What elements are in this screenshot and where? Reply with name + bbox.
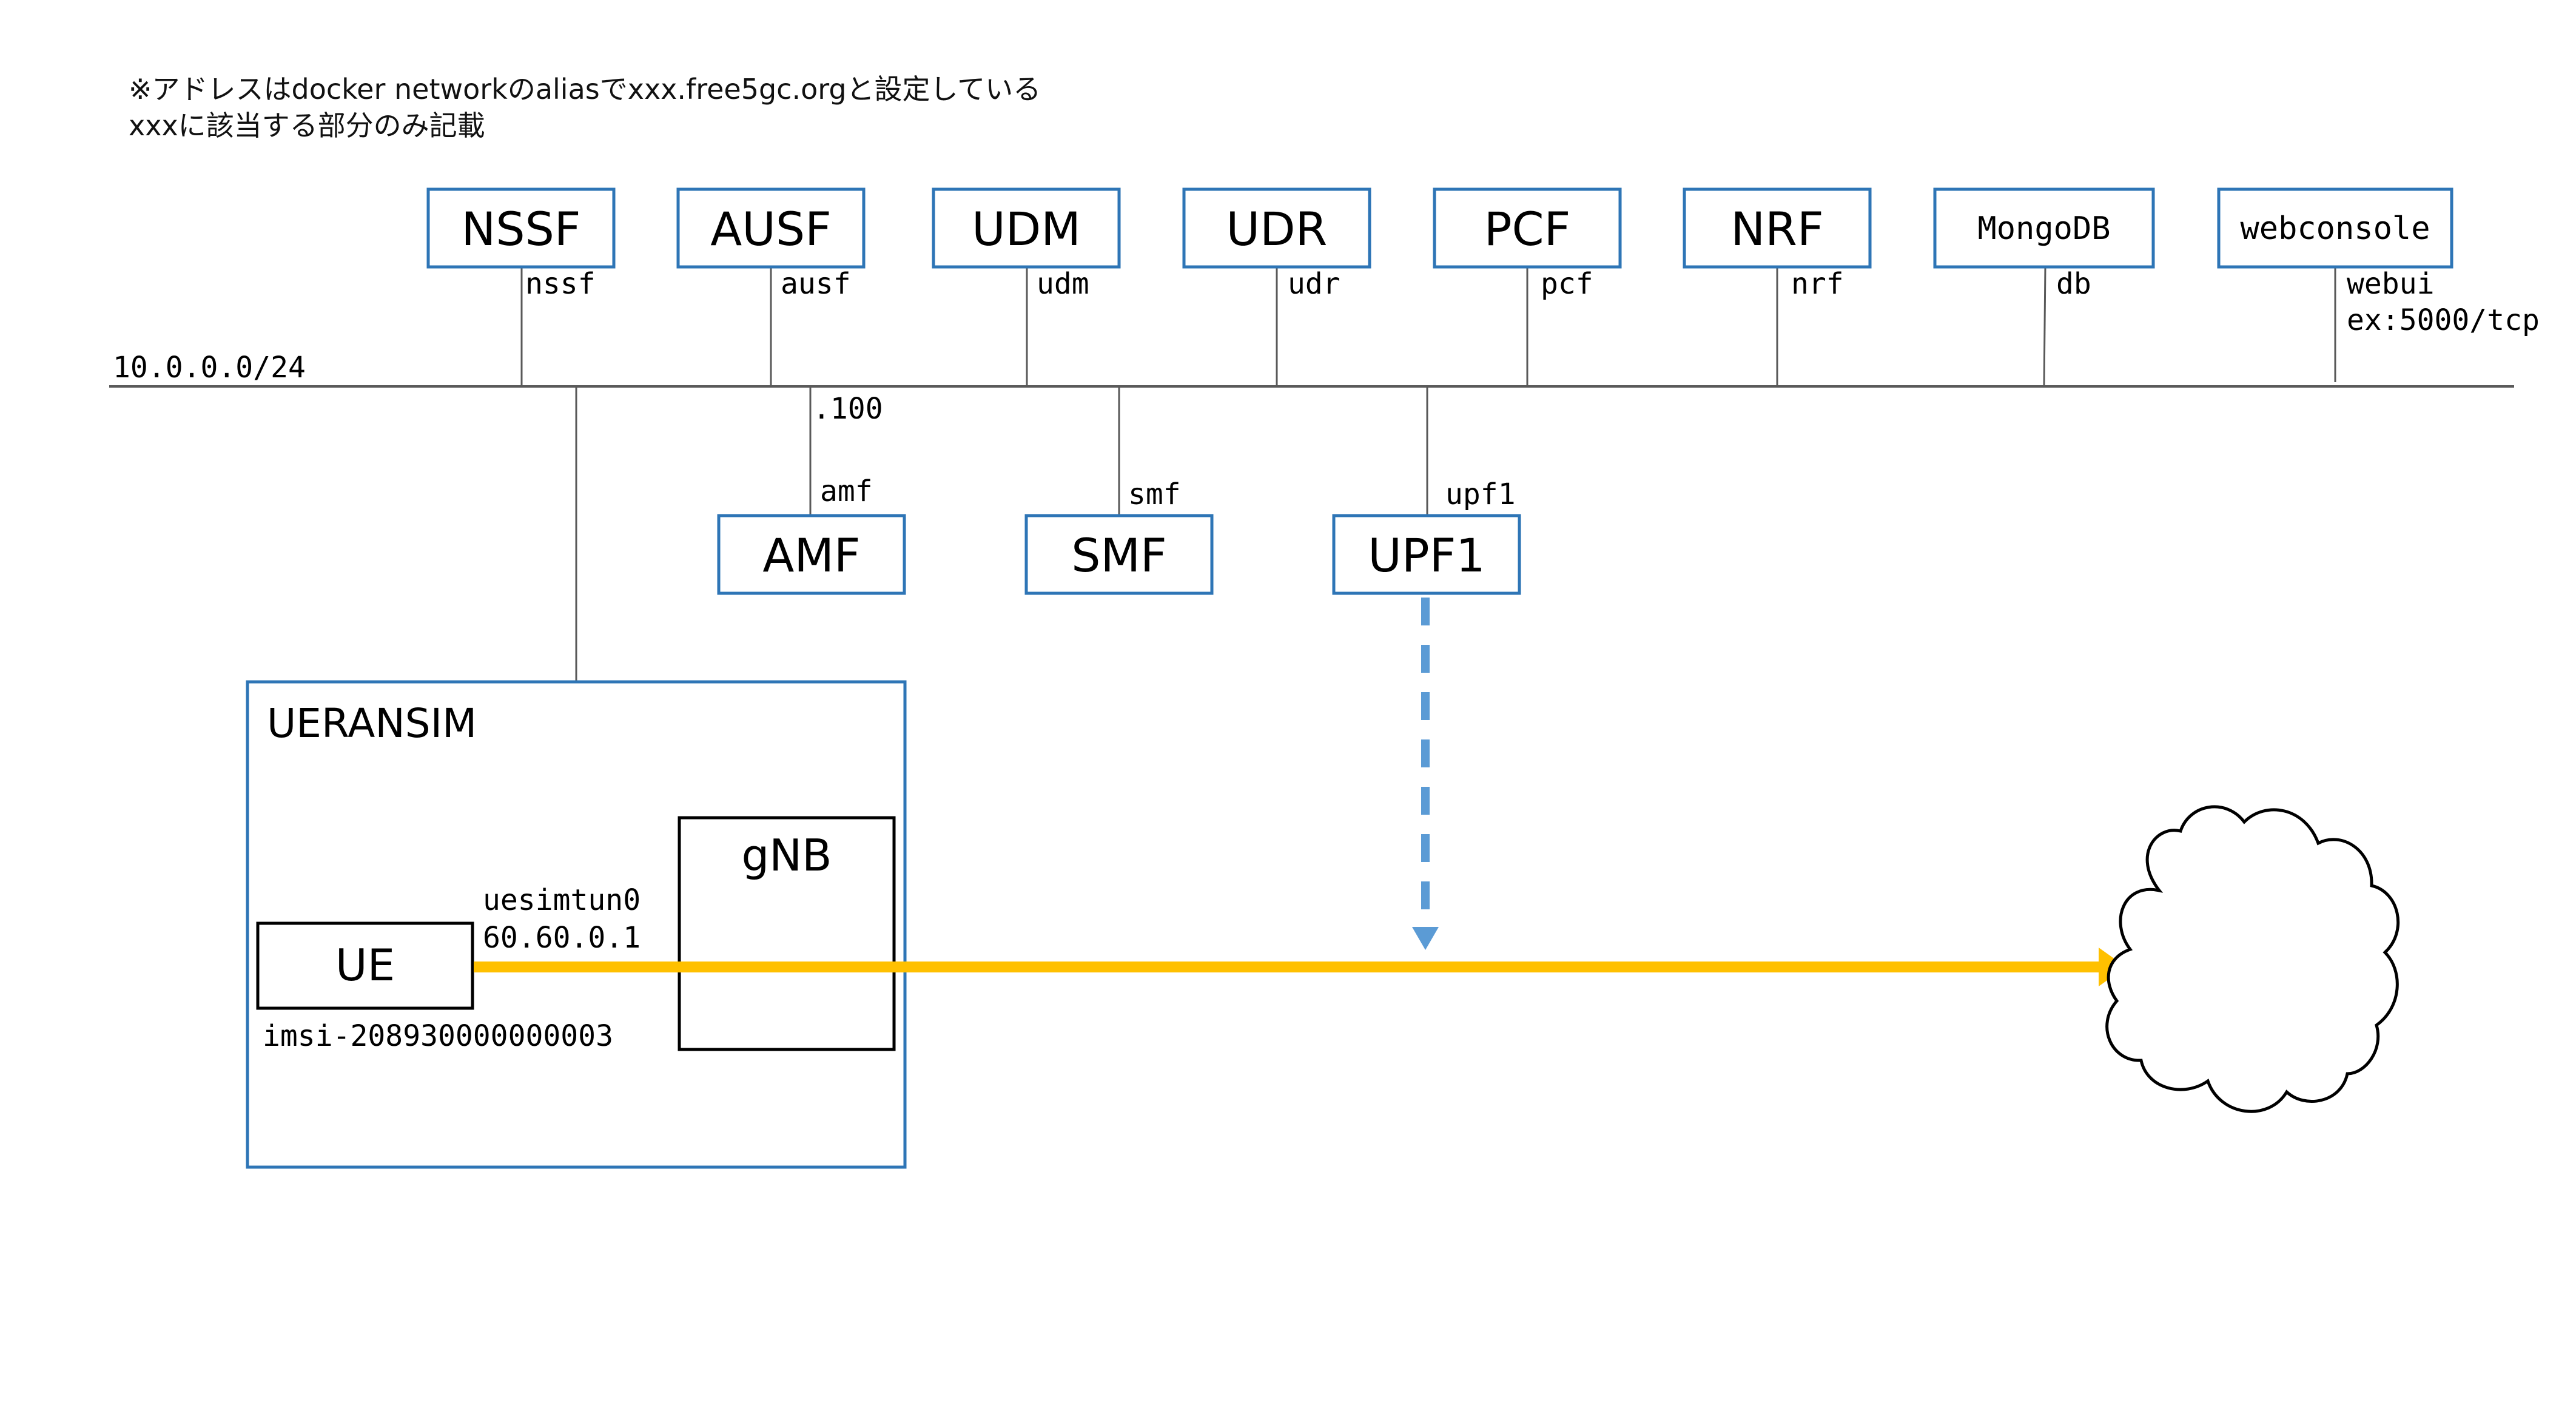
gnb-box: [678, 816, 896, 1051]
network-label: 10.0.0.0/24: [113, 351, 306, 385]
webconsole-label: webconsole: [2240, 210, 2430, 247]
nssf-label: NSSF: [461, 202, 580, 256]
nssf-box: [426, 187, 616, 269]
pcf-box: [1433, 187, 1622, 269]
udr-label: UDR: [1226, 202, 1328, 256]
internet-cloud-icon: [2105, 805, 2400, 1113]
udm-box: [932, 187, 1121, 269]
amf-box: [717, 514, 906, 595]
mongodb-label: MongoDB: [1977, 210, 2110, 247]
ue-box: [256, 921, 474, 1010]
upf1-dashed-arrow: [1412, 598, 1439, 950]
ueransim-group: UERANSIM gNB UE uesimtun0 60.60.0.1 imsi…: [246, 680, 907, 1169]
node-mongodb: MongoDB db: [1933, 187, 2155, 387]
smf-alias: smf: [1128, 477, 1181, 511]
webconsole-alias: webui: [2347, 267, 2435, 301]
webconsole-port: ex:5000/tcp: [2347, 303, 2540, 337]
udr-alias: udr: [1288, 267, 1340, 301]
pcf-label: PCF: [1484, 202, 1571, 256]
pcf-alias: pcf: [1541, 267, 1593, 301]
cloud-shape: [2105, 805, 2400, 1113]
amf-label: AMF: [762, 528, 860, 582]
ue-tun-ip: 60.60.0.1: [483, 921, 641, 955]
ausf-box: [676, 187, 866, 269]
ue-label: UE: [335, 940, 395, 991]
node-upf1: upf1 UPF1: [1332, 386, 1521, 595]
node-amf: .100 amf AMF: [717, 386, 906, 595]
node-udr: UDR udr: [1182, 187, 1371, 386]
ausf-label: AUSF: [710, 202, 832, 256]
node-ausf: AUSF ausf: [676, 187, 866, 386]
amf-ip: .100: [813, 392, 883, 426]
node-smf: smf SMF: [1024, 386, 1214, 595]
ue-imsi: imsi-208930000000003: [263, 1019, 613, 1053]
ausf-alias: ausf: [781, 267, 851, 301]
webconsole-box: [2217, 187, 2453, 269]
mongodb-connector: [2043, 266, 2046, 387]
node-nssf: NSSF nssf: [426, 187, 616, 386]
node-pcf: PCF pcf: [1433, 187, 1622, 386]
upf1-label: UPF1: [1368, 528, 1485, 582]
nrf-alias: nrf: [1791, 267, 1844, 301]
nrf-box: [1683, 187, 1872, 269]
mongodb-alias: db: [2056, 267, 2091, 301]
upf1-box: [1332, 514, 1521, 595]
ueransim-title: UERANSIM: [267, 700, 477, 747]
nssf-alias: nssf: [525, 267, 596, 301]
dashed-arrow-head: [1412, 927, 1439, 950]
gnb-label: gNB: [742, 830, 832, 881]
smf-label: SMF: [1071, 528, 1167, 582]
note-line-2: xxxに該当する部分のみ記載: [129, 109, 485, 142]
udm-label: UDM: [972, 202, 1081, 256]
node-nrf: NRF nrf: [1683, 187, 1872, 386]
udr-box: [1182, 187, 1371, 269]
ue-tun-name: uesimtun0: [483, 883, 641, 917]
node-udm: UDM udm: [932, 187, 1121, 386]
smf-box: [1024, 514, 1214, 595]
nrf-label: NRF: [1730, 202, 1823, 256]
upf1-alias: upf1: [1445, 477, 1516, 511]
note-line-1: ※アドレスはdocker networkのaliasでxxx.free5gc.o…: [129, 73, 1041, 106]
mongodb-box: [1933, 187, 2155, 269]
amf-alias: amf: [820, 474, 873, 508]
udm-alias: udm: [1037, 267, 1089, 301]
node-webconsole: webconsole webui ex:5000/tcp: [2217, 187, 2540, 382]
